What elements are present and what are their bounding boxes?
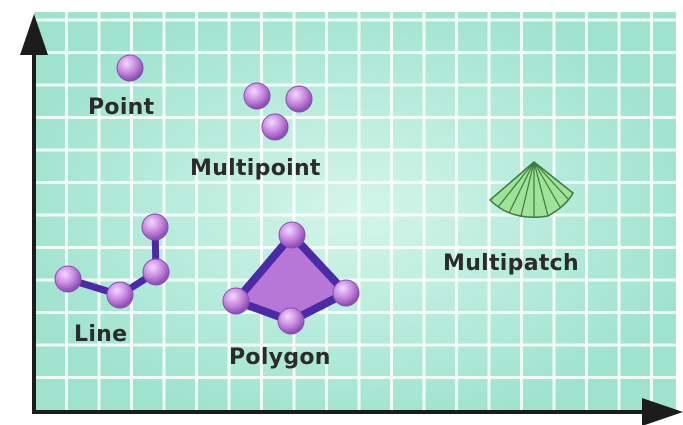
polygon-vertex [333, 280, 359, 306]
point-geometry [117, 55, 143, 81]
multipoint-label: Multipoint [190, 156, 321, 181]
point-label: Point [88, 95, 155, 120]
multipoint-vertex [244, 83, 270, 109]
line-label: Line [74, 322, 127, 347]
line-vertex [142, 214, 168, 240]
multipoint-vertex [286, 86, 312, 112]
polygon-vertex [223, 288, 249, 314]
polygon-vertex [278, 308, 304, 334]
multipoint-vertex [262, 114, 288, 140]
line-vertex [55, 266, 81, 292]
polygon-vertex [279, 222, 305, 248]
polygon-label: Polygon [229, 345, 331, 370]
point-vertex [117, 55, 143, 81]
multipatch-label: Multipatch [443, 251, 579, 276]
line-vertex [107, 282, 133, 308]
line-vertex [143, 259, 169, 285]
